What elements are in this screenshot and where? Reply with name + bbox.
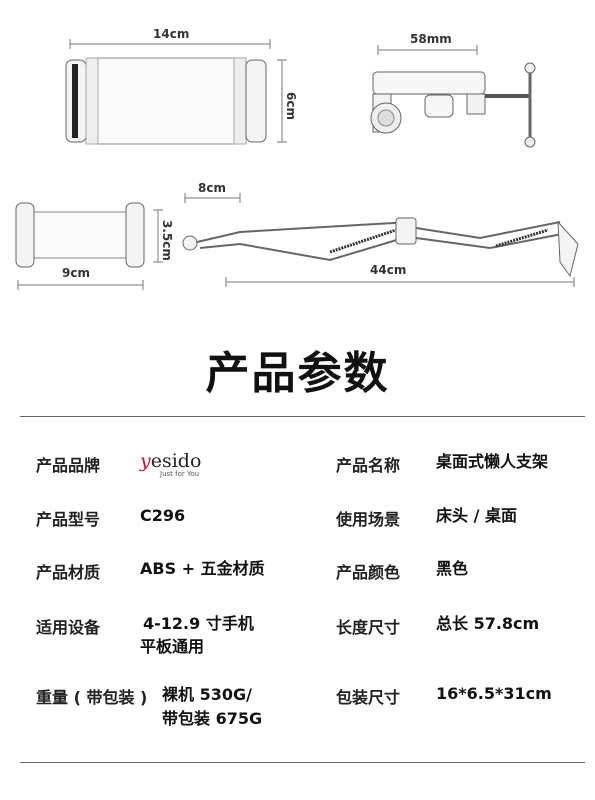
- dim-label-holder-width: 9cm: [62, 266, 90, 280]
- spec-label-model: 产品型号: [36, 510, 101, 529]
- brand-tagline: Just for You: [160, 470, 200, 478]
- holder-body: [85, 57, 247, 145]
- spec-value-pack: 16*6.5*31cm: [436, 684, 552, 703]
- product-line-drawing: [15, 39, 579, 290]
- spec-value-material: ABS + 五金材质: [140, 559, 265, 578]
- spec-value-device-line1: 4-12.9 寸手机: [143, 614, 254, 633]
- dim-label-arm-short: 8cm: [198, 181, 226, 195]
- spec-label-brand: 产品品牌: [36, 456, 101, 475]
- dim-label-width: 14cm: [153, 27, 190, 41]
- spec-label-device: 适用设备: [36, 618, 101, 637]
- spec-label-pack: 包装尺寸: [336, 688, 401, 707]
- spec-label-name: 产品名称: [336, 456, 401, 475]
- spec-value-scene: 床头 / 桌面: [436, 506, 517, 525]
- arm-lower: [415, 221, 561, 240]
- brand-logo-wordmark: esido: [150, 450, 202, 472]
- spec-value-model: C296: [140, 506, 186, 525]
- spec-label-weight: 重量 ( 带包装 ): [36, 688, 148, 707]
- spec-value-length: 总长 57.8cm: [436, 614, 540, 633]
- brand-logo-mark: y: [140, 450, 151, 472]
- clamp-body: [372, 71, 486, 95]
- section-title: 产品参数: [205, 348, 390, 399]
- brand-logo: yesido Just for You: [140, 450, 201, 478]
- spec-value-name: 桌面式懒人支架: [436, 452, 549, 471]
- product-diagram: 14cm 6cm 58mm 8cm 3.5cm 9cm 44cm: [0, 0, 595, 300]
- spec-label-material: 产品材质: [36, 563, 101, 582]
- holder-right-grip: [245, 59, 267, 143]
- spec-value-weight-line2: 带包装 675G: [162, 709, 263, 728]
- spec-label-scene: 使用场景: [336, 510, 401, 529]
- top-divider: [20, 416, 585, 417]
- arm-joint: [182, 235, 198, 251]
- dim-label-arm-total: 44cm: [370, 263, 407, 277]
- holder-small-body: [23, 211, 135, 259]
- dim-label-clamp: 58mm: [410, 32, 452, 46]
- arm-upper: [196, 221, 411, 243]
- spec-value-device-line2: 平板通用: [140, 637, 205, 656]
- spec-label-length: 长度尺寸: [336, 618, 401, 637]
- spec-value-weight-line1: 裸机 530G/: [162, 685, 252, 704]
- bottom-divider: [20, 762, 585, 763]
- dim-label-height: 6cm: [284, 92, 298, 120]
- spec-label-color: 产品颜色: [336, 563, 401, 582]
- brand-logo-text: yesido: [140, 450, 201, 472]
- dim-label-holder-height: 3.5cm: [160, 220, 174, 261]
- spec-value-color: 黑色: [436, 559, 469, 578]
